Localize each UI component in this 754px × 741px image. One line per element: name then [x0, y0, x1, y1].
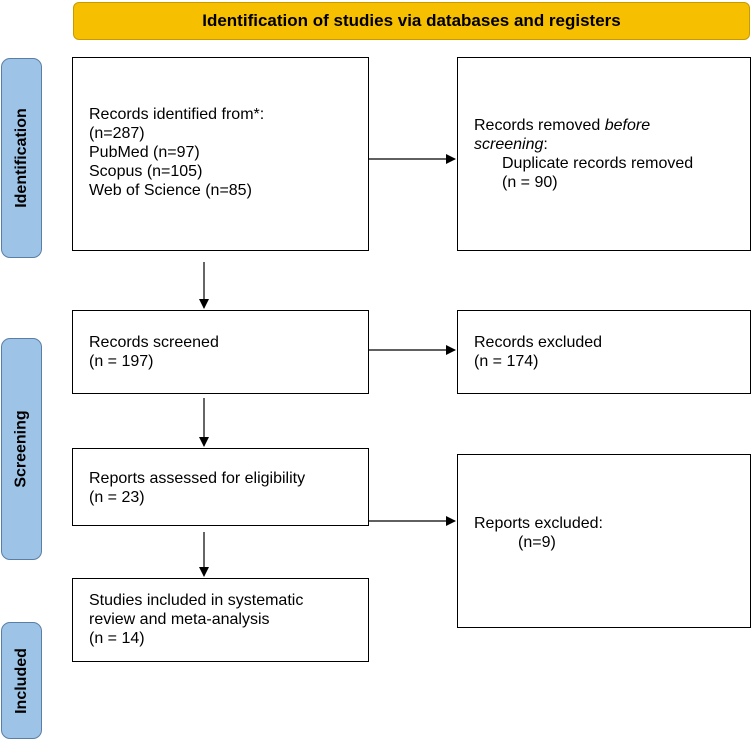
records-removed-screening: screening	[474, 136, 544, 153]
reports-excluded-count: (n=9)	[518, 534, 556, 551]
studies-included-label-2: review and meta-analysis	[89, 611, 270, 628]
phase-identification: Identification	[1, 58, 42, 258]
records-screened-label: Records screened	[89, 334, 219, 351]
records-removed-colon: :	[543, 136, 548, 153]
duplicate-records-label: Duplicate records removed	[502, 155, 694, 172]
reports-assessed-box: Reports assessed for eligibility (n = 23…	[72, 448, 369, 526]
reports-assessed-label: Reports assessed for eligibility	[89, 470, 306, 487]
records-scopus: Scopus (n=105)	[89, 163, 203, 180]
studies-included-label-1: Studies included in systematic	[89, 592, 304, 609]
records-excluded-label: Records excluded	[474, 334, 603, 351]
records-removed-before: before	[604, 117, 651, 134]
records-pubmed: PubMed (n=97)	[89, 144, 200, 161]
phase-included-label: Included	[12, 647, 30, 714]
phase-screening: Screening	[1, 338, 42, 560]
phase-included: Included	[1, 622, 42, 739]
records-web-of-science: Web of Science (n=85)	[89, 182, 252, 199]
studies-included-count: (n = 14)	[89, 630, 145, 647]
flow-header: Identification of studies via databases …	[73, 2, 750, 40]
phase-screening-label: Screening	[12, 410, 30, 488]
records-removed-heading: Records removed before	[474, 116, 750, 135]
reports-excluded-box: Reports excluded: (n=9)	[457, 454, 751, 628]
records-removed-box: Records removed before screening: Duplic…	[457, 57, 751, 251]
phase-identification-label: Identification	[12, 108, 30, 208]
records-excluded-count: (n = 174)	[474, 353, 539, 370]
header-title: Identification of studies via databases …	[202, 11, 621, 30]
records-identified-heading: Records identified from*:	[89, 106, 265, 123]
records-excluded-box: Records excluded (n = 174)	[457, 310, 751, 394]
records-identified-box: Records identified from*: (n=287) PubMed…	[72, 57, 369, 251]
records-removed-text: Records removed	[474, 117, 605, 134]
records-removed-subheading: screening:	[474, 135, 750, 154]
records-identified-total: (n=287)	[89, 125, 145, 142]
reports-assessed-count: (n = 23)	[89, 489, 145, 506]
studies-included-box: Studies included in systematic review an…	[72, 578, 369, 662]
reports-excluded-label: Reports excluded:	[474, 515, 603, 532]
duplicate-records-count: (n = 90)	[502, 174, 558, 191]
records-screened-count: (n = 197)	[89, 353, 154, 370]
records-screened-box: Records screened (n = 197)	[72, 310, 369, 394]
